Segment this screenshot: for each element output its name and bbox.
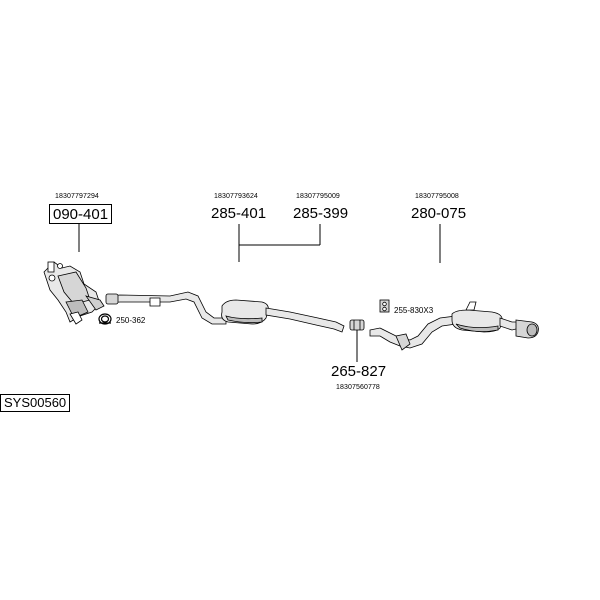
part-number-mid-a[interactable]: 285-401 — [211, 205, 267, 222]
accessory-mount-label[interactable]: 255-830X3 — [394, 306, 434, 315]
oem-number-cat: 18307797294 — [55, 193, 99, 200]
rear-silencer — [369, 301, 539, 351]
pipe-clamp-icon — [349, 319, 365, 331]
middle-silencer — [221, 299, 269, 325]
part-number-clamp[interactable]: 265-827 — [331, 363, 387, 380]
oem-number-rear: 18307795008 — [415, 193, 459, 200]
system-code-badge: SYS00560 — [0, 394, 71, 412]
leader-lines — [78, 222, 441, 362]
part-number-rear[interactable]: 280-075 — [411, 205, 467, 222]
part-number-cat[interactable]: 090-401 — [49, 204, 113, 224]
oem-number-mid-a: 18307793624 — [214, 193, 258, 200]
front-pipe — [105, 291, 227, 325]
ring-clamp-icon — [98, 313, 112, 325]
oem-number-mid-b: 18307795009 — [296, 193, 340, 200]
rubber-mount-icon — [379, 299, 390, 313]
oem-number-clamp: 18307560778 — [336, 384, 380, 391]
catalytic-converter — [43, 261, 105, 325]
part-number-mid-b[interactable]: 285-399 — [293, 205, 349, 222]
intermediate-pipe — [265, 307, 345, 333]
accessory-ring-label[interactable]: 250-362 — [116, 316, 146, 325]
